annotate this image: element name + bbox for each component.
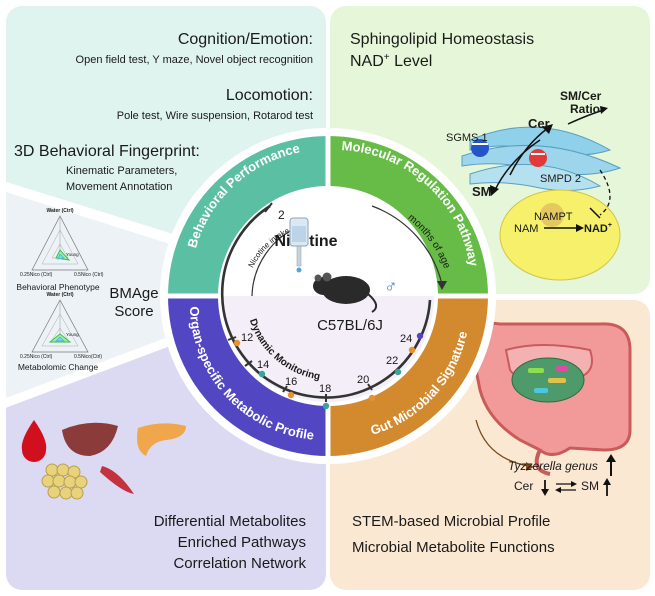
bmage-title: BMAge <box>109 285 158 302</box>
sm-to-cer-arrowhead <box>542 124 553 134</box>
microbe-link-arrowhead <box>526 462 534 471</box>
golgi-diagram <box>461 126 622 281</box>
organ-line1: Differential Metabolites <box>154 513 306 530</box>
tyzzerella-label: Tyzzerella genus <box>508 459 598 473</box>
gut-line2: Microbial Metabolite Functions <box>352 539 555 556</box>
sm-cer-ratio-line1: SM/Cer <box>560 89 602 103</box>
nad-label: NAD+ <box>584 222 612 235</box>
radar1-caption: Behavioral Phenotype <box>16 282 99 292</box>
gut-sm-label: SM <box>581 479 599 493</box>
adipose-icon <box>41 463 88 500</box>
ring-segment-organ <box>168 296 328 456</box>
radar2-inner-label: Young <box>66 332 79 337</box>
timepoint-16: 16 <box>285 376 297 388</box>
inhibition-bar <box>589 207 601 219</box>
smpd-label: SMPD 2 <box>540 173 581 185</box>
radar-chart-metabolomic: Water (Ctrl) 0.25Nico (Ctrl) 0.5Nico(Ctr… <box>18 292 103 372</box>
radar-chart-behavioral: Water (Ctrl) 0.25Nico (Ctrl) 0.5Nico (Ct… <box>16 208 103 292</box>
microbe-link-arrow <box>475 419 529 467</box>
cognition-title: Cognition/Emotion: <box>178 31 313 48</box>
timepoint-18: 18 <box>319 383 331 395</box>
months-arrowhead <box>437 281 447 290</box>
nad-level-title: NAD+ Level <box>350 52 432 70</box>
ring-segment-molecular <box>328 136 488 296</box>
radar1-left-label: 0.25Nico (Ctrl) <box>20 272 53 278</box>
timepoint-24: 24 <box>400 333 412 345</box>
radar1-inner-label: Young <box>66 252 79 257</box>
radar2-left-label: 0.25Nico (Ctrl) <box>20 354 53 360</box>
fingerprint-title: 3D Behavioral Fingerprint: <box>14 143 200 160</box>
timepoint-20: 20 <box>357 374 369 386</box>
strain-label: C57BL/6J <box>317 317 383 334</box>
inhibition-link <box>599 169 611 216</box>
timepoint-2: 2 <box>278 208 285 222</box>
timepoint-12: 12 <box>241 332 253 344</box>
timepoint-14: 14 <box>257 359 269 371</box>
inner-disc-lower <box>222 296 434 402</box>
ring-segment-behavioral <box>168 136 328 296</box>
organ-line3: Correlation Network <box>173 555 306 572</box>
gut-line1: STEM-based Microbial Profile <box>352 513 550 530</box>
cognition-tests: Open field test, Y maze, Novel object re… <box>76 54 313 66</box>
fingerprint-line1: Kinematic Parameters, <box>66 165 177 177</box>
gut-cer-label: Cer <box>514 479 533 493</box>
pancreas-icon <box>137 423 186 456</box>
liver-icon <box>62 422 118 456</box>
locomotion-tests: Pole test, Wire suspension, Rotarod test <box>117 110 313 122</box>
nam-to-nad-arrowhead <box>576 224 584 232</box>
muscle-icon <box>100 466 134 494</box>
male-symbol-icon: ♂ <box>384 276 398 296</box>
sphingolipid-title: Sphingolipid Homeostasis <box>350 31 534 48</box>
bmage-subtitle: Score <box>114 303 153 320</box>
water-bottle-icon <box>289 217 309 273</box>
cer-label: Cer <box>528 116 550 131</box>
radar2-top-label: Water (Ctrl) <box>46 292 73 298</box>
cer-to-sm-arrowhead <box>490 185 499 196</box>
timepoint-22: 22 <box>386 355 398 367</box>
radar1-top-label: Water (Ctrl) <box>46 208 73 214</box>
fingerprint-line2: Movement Annotation <box>66 181 172 193</box>
sm-cer-ratio-line2: Ratio <box>570 102 600 116</box>
age-timeline-arc <box>220 204 432 399</box>
months-arc <box>371 205 443 285</box>
blood-drop-icon <box>21 420 47 462</box>
gut-exchange-bottom-head <box>555 487 561 493</box>
gut-exchange-top-head <box>571 481 577 487</box>
ring-segment-gut <box>328 296 488 456</box>
bmage-panel <box>6 192 176 398</box>
sm-to-cer-arrow <box>509 127 549 176</box>
intestine-icon <box>468 321 632 476</box>
timepoint-ticks <box>227 202 373 402</box>
cer-to-sm-arrow <box>494 139 541 191</box>
radar1-right-label: 0.5Nico (Ctrl) <box>74 272 104 278</box>
tyzzerella-up-arrowhead <box>606 454 616 462</box>
nam-label: NAM <box>514 223 538 235</box>
ratio-arrowhead <box>600 106 608 114</box>
sm-label: SM <box>472 184 492 199</box>
nampt-label: NAMPT <box>534 211 573 223</box>
radar2-right-label: 0.5Nico(Ctrl) <box>74 354 102 360</box>
mouse-icon <box>313 272 378 313</box>
gut-cer-down-arrowhead <box>541 489 549 496</box>
radar2-caption: Metabolomic Change <box>18 362 99 372</box>
timepoint-dots <box>233 332 424 410</box>
locomotion-title: Locomotion: <box>226 87 313 104</box>
sgms-label: SGMS 1 <box>446 132 488 144</box>
gut-sm-up-arrowhead <box>603 478 611 485</box>
organ-line2: Enriched Pathways <box>178 534 306 551</box>
